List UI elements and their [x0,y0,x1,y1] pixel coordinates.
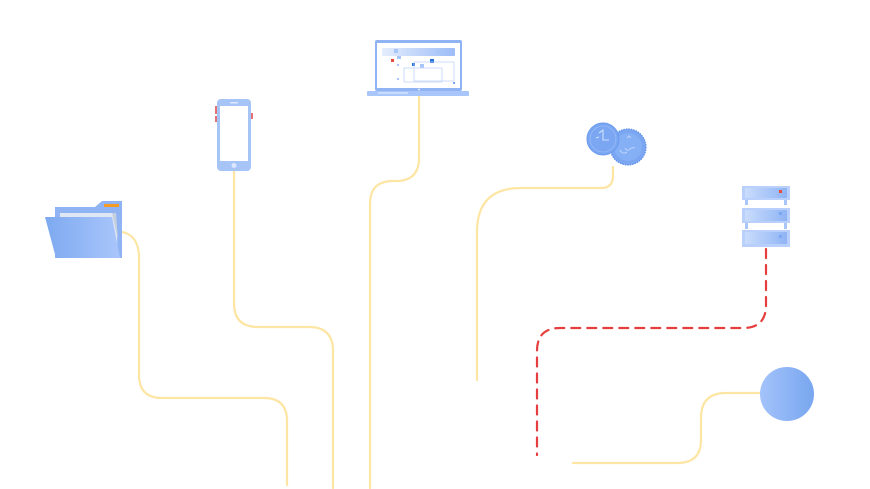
laptop-icon[interactable] [367,40,469,96]
line-phone [232,169,335,489]
smartphone-icon[interactable] [215,99,253,171]
folder-icon[interactable] [45,201,122,258]
line-circle [571,391,762,465]
line-server-dashed [535,247,768,457]
server-icon[interactable] [742,186,790,247]
coins-icon[interactable] [586,122,647,166]
connection-lines [120,94,768,489]
line-folder [120,230,289,487]
circle-node-icon[interactable] [760,367,814,421]
line-laptop [368,94,421,489]
line-coins [475,165,615,382]
